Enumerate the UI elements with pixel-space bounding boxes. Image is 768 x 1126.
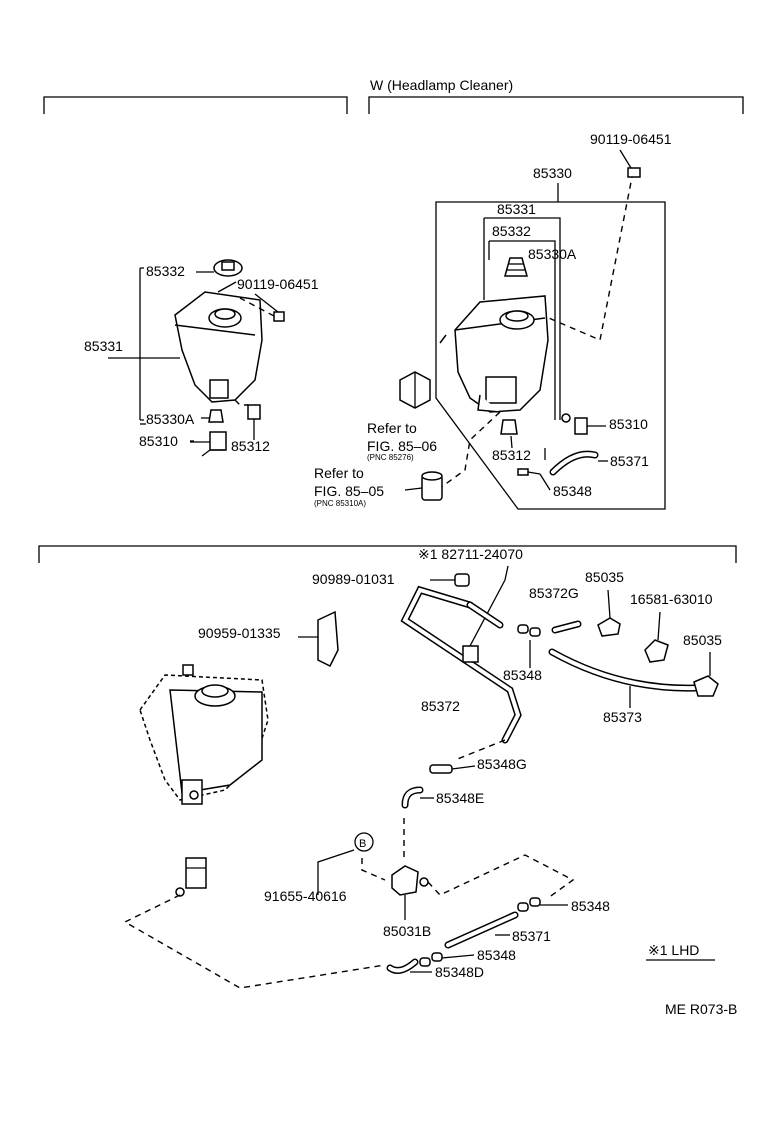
headlamp-cleaner-bracket: [368, 96, 744, 114]
cap-left-icon: [213, 259, 243, 277]
washer-tank-right: [439, 295, 549, 413]
label-85310-left: 85310: [139, 433, 178, 449]
refer-1-pnc: (PNC 85276): [367, 453, 414, 462]
headlamp-cleaner-title: W (Headlamp Cleaner): [370, 77, 513, 93]
label-85332-left: 85332: [146, 263, 185, 279]
pump-ref-icon: [404, 471, 443, 501]
connector-85348-right-icon: [517, 897, 568, 912]
label-82711-24070: ※1 82711-24070: [418, 546, 523, 562]
label-85348-mid: 85348: [503, 667, 542, 683]
pump-lower-icon: [175, 857, 207, 897]
label-85330a-right: 85330A: [528, 246, 577, 262]
grommet-left-icon: [234, 399, 261, 440]
lower-bracket: [38, 545, 737, 563]
refer-2-line2: FIG. 85–05: [314, 483, 384, 499]
label-16581-63010: 16581-63010: [630, 591, 713, 607]
label-85348-right: 85348: [553, 483, 592, 499]
label-85348-lower-right: 85348: [571, 898, 610, 914]
screw-left-icon: [239, 293, 285, 322]
label-85371-right: 85371: [610, 453, 649, 469]
label-85331-right: 85331: [497, 201, 536, 217]
leader-lines: [140, 281, 546, 460]
refer-2-line1: Refer to: [314, 465, 364, 481]
connector-85348g-icon: [429, 764, 476, 774]
label-85031b: 85031B: [383, 923, 431, 939]
nozzle-icon: [597, 589, 621, 637]
label-85332-right: 85332: [492, 223, 531, 239]
refer-1-line2: FIG. 85–06: [367, 438, 437, 454]
label-85312-left: 85312: [231, 438, 270, 454]
group-85332: [488, 240, 556, 420]
part-labels: 90119-06451 85330 85331 85332 85330A 853…: [84, 131, 737, 1017]
label-90119-06451-left: 90119-06451: [237, 276, 319, 292]
cap-icon: [504, 257, 528, 277]
washer-tank-lower: [139, 664, 269, 805]
label-85373: 85373: [603, 709, 642, 725]
label-85310-right: 85310: [609, 416, 648, 432]
label-85312-right: 85312: [492, 447, 531, 463]
label-85372g: 85372G: [529, 585, 579, 601]
refer-1-line1: Refer to: [367, 420, 417, 436]
label-85372: 85372: [421, 698, 460, 714]
nozzle-right-icon: [693, 652, 719, 697]
nut-left-icon: [201, 409, 224, 423]
group-85331-left: [139, 267, 144, 421]
group-85331: [483, 217, 561, 420]
label-85035-right: 85035: [683, 632, 722, 648]
label-90989-01031: 90989-01031: [312, 571, 395, 587]
label-85348e: 85348E: [436, 790, 484, 806]
group-box: [435, 201, 666, 510]
grommet-icon: [500, 419, 518, 449]
label-85035-top: 85035: [585, 569, 624, 585]
label-85371-lower: 85371: [512, 928, 551, 944]
label-85331-left: 85331: [84, 338, 123, 354]
label-85348d: 85348D: [435, 964, 484, 980]
label-90959-01335: 90959-01335: [198, 625, 281, 641]
circle-b-text: B: [359, 838, 366, 850]
label-figure-code: ME R073-B: [665, 1001, 737, 1017]
label-85348-lower: 85348: [477, 947, 516, 963]
label-85348g: 85348G: [477, 756, 527, 772]
clip-icon: [430, 573, 470, 587]
label-lhd-note: ※1 LHD: [648, 942, 699, 958]
label-91655-40616: 91655-40616: [264, 888, 347, 904]
connector-icon: [399, 371, 431, 409]
label-90119-06451-top: 90119-06451: [590, 131, 672, 147]
connector-85348-icon: [517, 624, 541, 668]
circle-b-marker: [354, 832, 374, 852]
bracket-icon: [298, 610, 339, 668]
left-bracket: [43, 96, 348, 114]
refer-2-pnc: (PNC 85310A): [314, 499, 366, 508]
connector-85348-lower-icon: [419, 952, 475, 967]
washer-tank-left: [174, 291, 263, 403]
label-85330: 85330: [533, 165, 572, 181]
screw-icon: [619, 149, 641, 178]
clamp-icon: [517, 468, 551, 491]
cap-nozzle-icon: [644, 611, 669, 663]
pump-icon: [561, 413, 606, 435]
pump-left-icon: [190, 431, 227, 457]
check-valve-icon: [391, 865, 429, 920]
label-85330a-left: 85330A: [146, 411, 195, 427]
